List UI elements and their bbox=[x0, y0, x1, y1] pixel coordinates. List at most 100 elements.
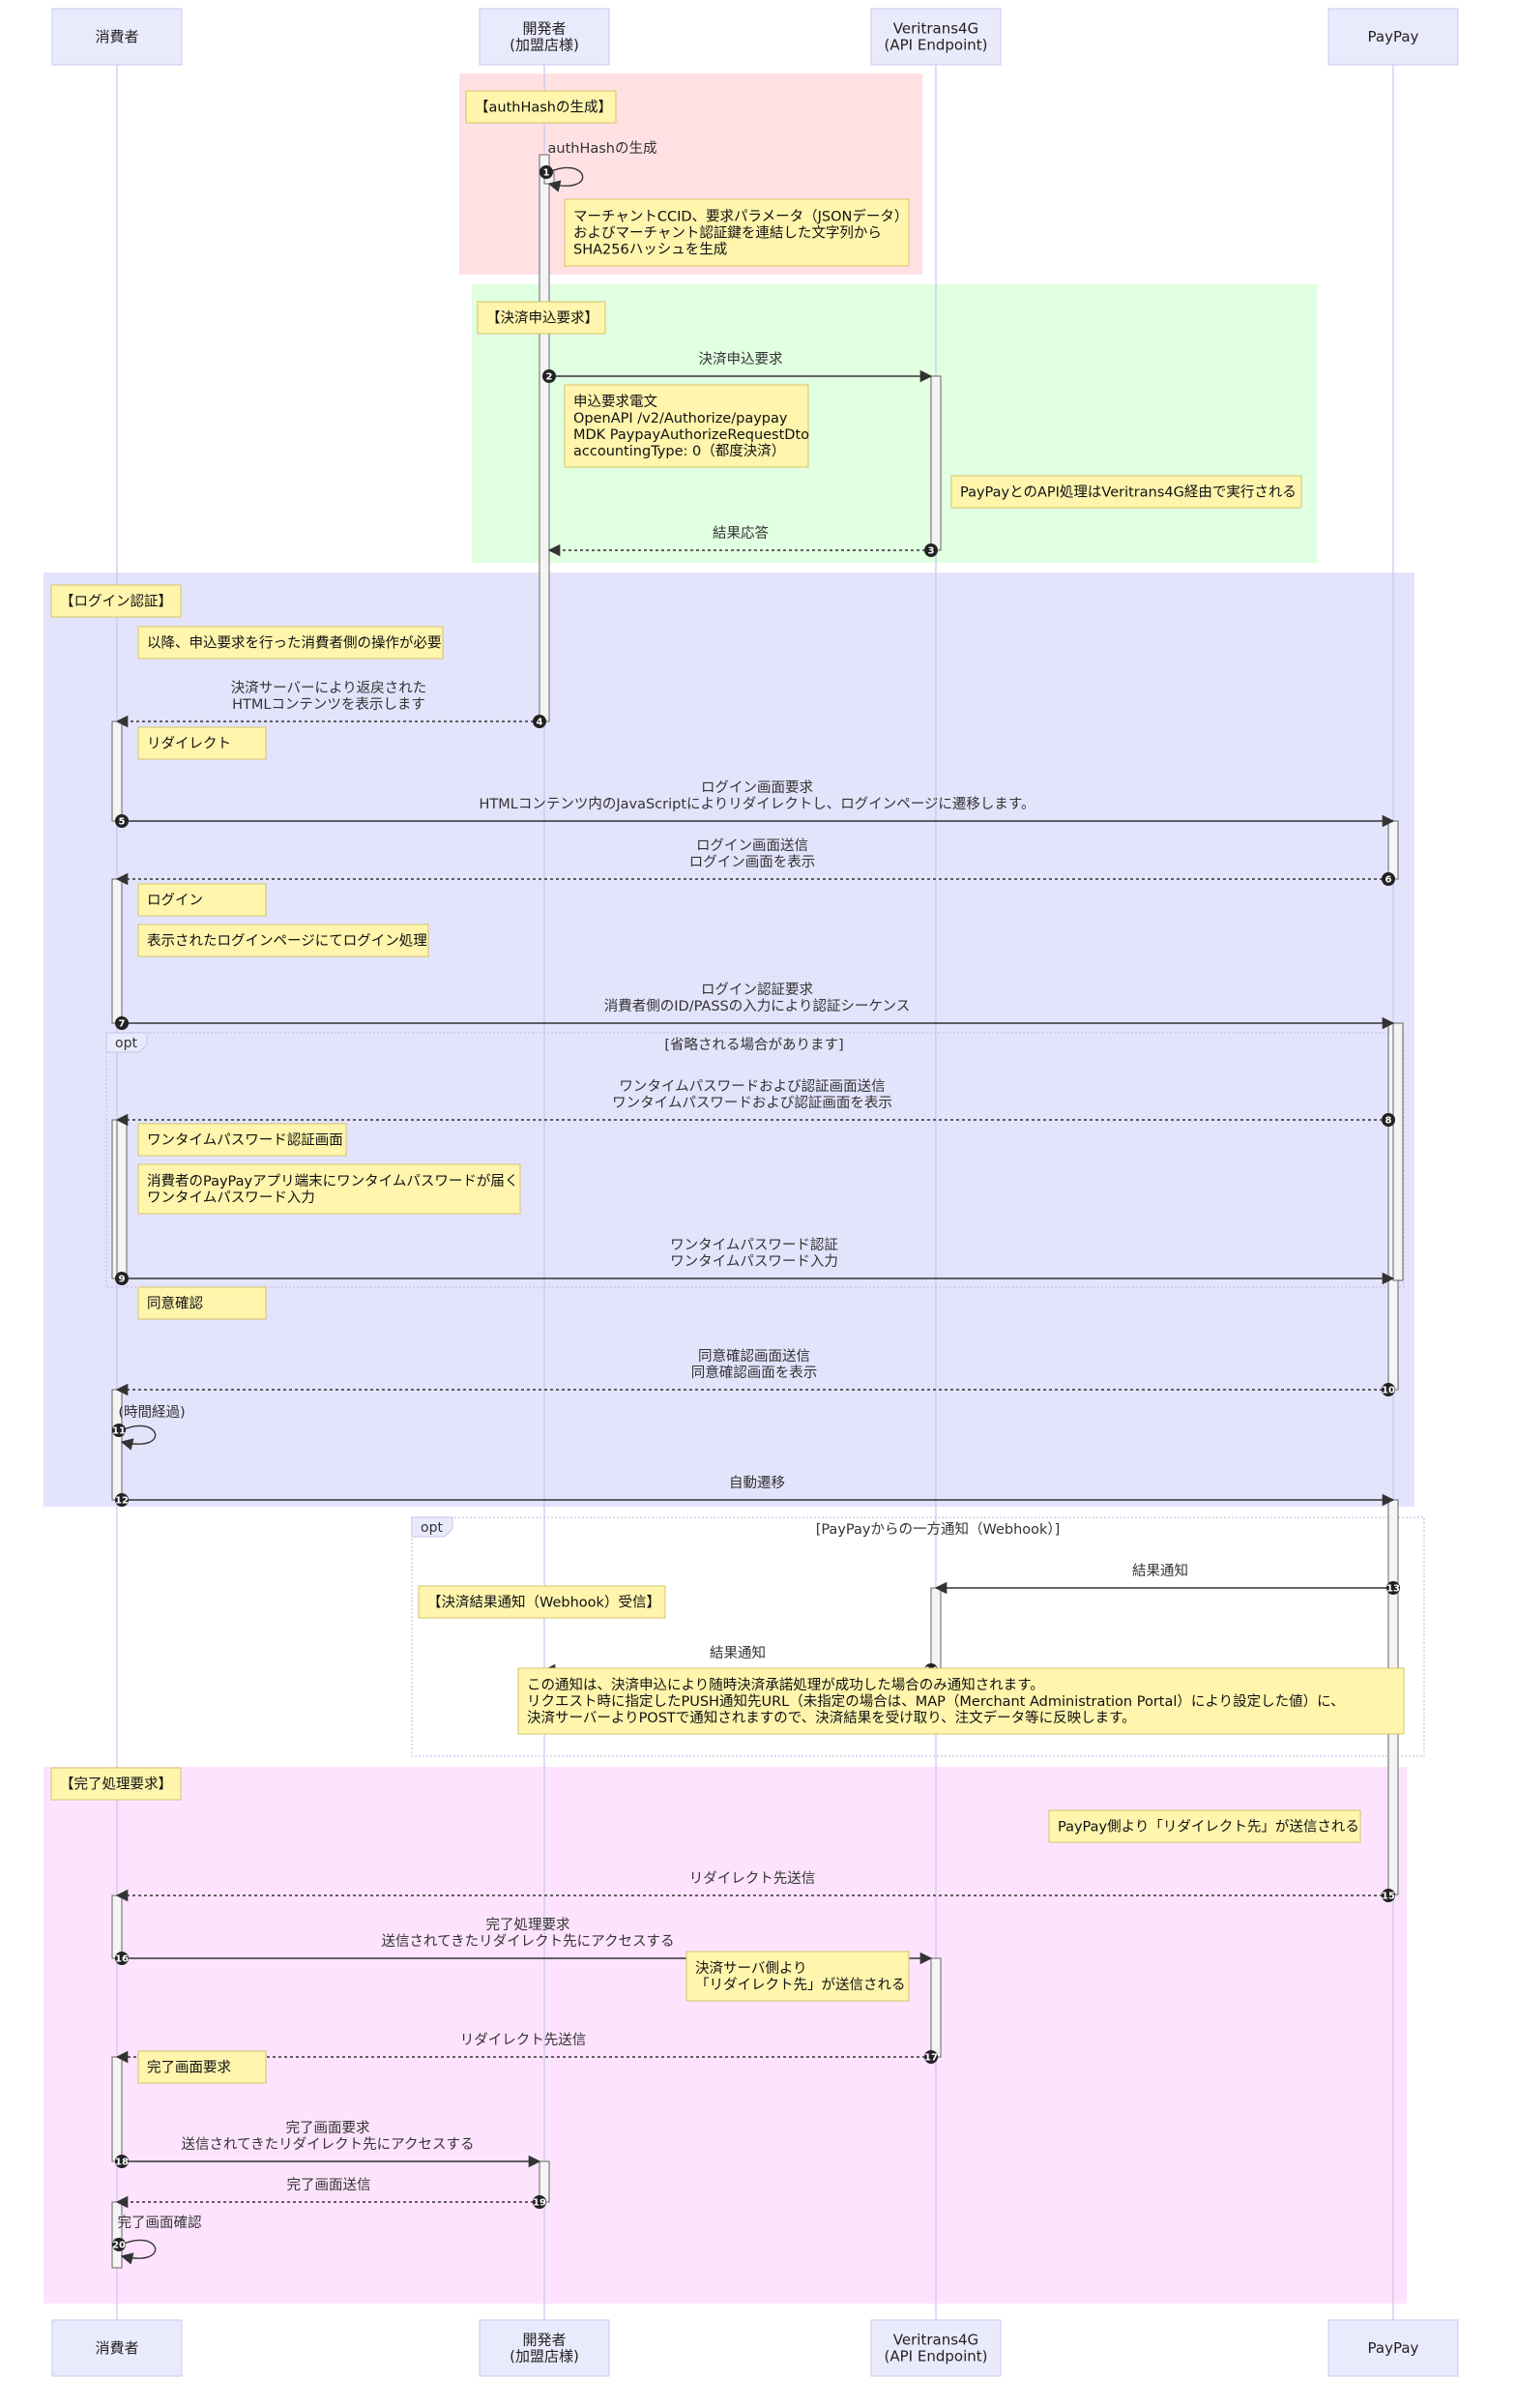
note-text: 【完了処理要求】 bbox=[60, 1777, 172, 1793]
sequence-number-badge bbox=[1386, 1581, 1400, 1595]
message-label: 自動遷移 bbox=[729, 1475, 785, 1491]
message-label-line: 決済申込要求 bbox=[699, 351, 783, 367]
actor-label-line: (API Endpoint) bbox=[885, 37, 988, 54]
note-text-line: 【完了処理要求】 bbox=[60, 1777, 172, 1793]
note-box bbox=[137, 1123, 347, 1157]
activation-bar bbox=[111, 2201, 123, 2269]
sequence-number: 11 bbox=[112, 1426, 126, 1437]
note-text-line: OpenAPI /v2/Authorize/paypay bbox=[573, 411, 788, 426]
note-n3: 【決済申込要求】 bbox=[477, 301, 606, 335]
message-label-line: 同意確認画面送信 bbox=[698, 1347, 810, 1365]
actor-box bbox=[870, 8, 1002, 66]
message-label: リダイレクト先送信 bbox=[460, 2032, 587, 2048]
actor-box bbox=[1327, 8, 1459, 66]
actor-label-line: 消費者 bbox=[95, 28, 138, 45]
activation-bar bbox=[930, 375, 942, 551]
note-text: 同意確認 bbox=[147, 1295, 203, 1312]
self-message-arrow bbox=[547, 166, 584, 192]
message-label-line: ワンタイムパスワードおよび認証画面を表示 bbox=[612, 1095, 892, 1111]
sequence-number: 6 bbox=[1385, 875, 1392, 886]
actor-label-line: PayPay bbox=[1368, 28, 1419, 45]
message-label: 結果通知 bbox=[710, 1645, 766, 1661]
note-text-line: リクエスト時に指定したPUSH通知先URL（未指定の場合は、MAP（Mercha… bbox=[527, 1693, 1345, 1710]
message-label-line: ログイン画面を表示 bbox=[689, 854, 816, 870]
message-label-line: ログイン認証要求 bbox=[701, 982, 813, 998]
message-label-line: 決済サーバーにより返戻された bbox=[231, 680, 427, 696]
note-box bbox=[137, 924, 429, 957]
actor-label: 消費者 bbox=[95, 2339, 138, 2357]
note-text-line: リダイレクト bbox=[147, 736, 231, 752]
note-text: 表示されたログインページにてログイン処理 bbox=[147, 933, 427, 950]
message-label: ログイン認証要求消費者側のID/PASSの入力により認証シーケンス bbox=[604, 982, 910, 1014]
message-label-line: 完了画面確認 bbox=[118, 2215, 202, 2231]
actor-veritrans-bottom: Veritrans4G(API Endpoint) bbox=[870, 2319, 1002, 2377]
message-label: 完了画面要求送信されてきたリダイレクト先にアクセスする bbox=[182, 2120, 475, 2153]
sequence-number-badge bbox=[924, 543, 938, 557]
message-label-line: HTMLコンテンツを表示します bbox=[232, 696, 425, 713]
message-label-line: 完了画面要求 bbox=[286, 2120, 370, 2136]
note-text-line: 【決済結果通知（Webhook）受信】 bbox=[427, 1595, 660, 1611]
message-label: ワンタイムパスワードおよび認証画面送信ワンタイムパスワードおよび認証画面を表示 bbox=[612, 1078, 892, 1111]
sequence-number-badge bbox=[542, 369, 556, 383]
message-label-line: リダイレクト先送信 bbox=[460, 2032, 587, 2048]
actor-box bbox=[870, 2319, 1002, 2377]
message-label-line: 消費者側のID/PASSの入力により認証シーケンス bbox=[604, 998, 910, 1014]
message-label-line: 結果通知 bbox=[710, 1645, 766, 1661]
message-label-line: 結果通知 bbox=[1132, 1563, 1188, 1579]
actor-box bbox=[51, 8, 183, 66]
note-text: 決済サーバ側より「リダイレクト先」が送信される bbox=[695, 1960, 906, 1993]
message-label-line: ワンタイムパスワード入力 bbox=[670, 1253, 838, 1270]
note-n6: 【ログイン認証】 bbox=[50, 584, 182, 618]
sequence-number: 12 bbox=[115, 1496, 129, 1507]
note-n14: 【決済結果通知（Webhook）受信】 bbox=[418, 1585, 666, 1619]
note-text: 【ログイン認証】 bbox=[60, 594, 172, 610]
activation-bar bbox=[1392, 1022, 1404, 1281]
note-text-line: 完了画面要求 bbox=[147, 2060, 231, 2076]
message-label-line: ワンタイムパスワードおよび認証画面送信 bbox=[619, 1078, 885, 1095]
note-box bbox=[564, 384, 809, 468]
actor-label-line: 消費者 bbox=[95, 2339, 138, 2357]
note-text: 完了画面要求 bbox=[147, 2060, 231, 2076]
note-box bbox=[50, 584, 182, 618]
note-box bbox=[50, 1767, 182, 1801]
sequence-number-badge bbox=[115, 814, 129, 828]
actor-box bbox=[51, 2319, 183, 2377]
note-text-line: ログイン bbox=[147, 893, 203, 909]
actor-box bbox=[479, 2319, 610, 2377]
sequence-number: 19 bbox=[533, 2198, 546, 2209]
note-n19: 完了画面要求 bbox=[137, 2050, 267, 2084]
note-text-line: accountingType: 0（都度決済） bbox=[573, 443, 785, 459]
note-text: 消費者のPayPayアプリ端末にワンタイムパスワードが届くワンタイムパスワード入… bbox=[147, 1173, 518, 1206]
note-text-line: MDK PaypayAuthorizeRequestDto bbox=[573, 427, 809, 443]
note-text: マーチャントCCID、要求パラメータ（JSONデータ）およびマーチャント認証鍵を… bbox=[573, 208, 908, 258]
message-label-line: ログイン画面送信 bbox=[696, 837, 808, 854]
actor-label: 開発者(加盟店様) bbox=[510, 20, 579, 54]
opt-label: opt bbox=[115, 1036, 137, 1051]
note-text-line: PayPayとのAPI処理はVeritrans4G経由で実行される bbox=[960, 485, 1297, 501]
actor-label-line: 開発者 bbox=[522, 2332, 566, 2349]
note-text-line: 【authHashの生成】 bbox=[475, 100, 612, 116]
message-label-line: 完了画面送信 bbox=[287, 2177, 371, 2193]
note-box bbox=[465, 90, 617, 124]
note-text: 【決済申込要求】 bbox=[486, 310, 598, 327]
message-label: ログイン画面送信ログイン画面を表示 bbox=[689, 837, 816, 870]
message-label-line: ログイン画面要求 bbox=[701, 779, 813, 796]
note-box bbox=[685, 1951, 910, 2002]
note-box bbox=[137, 883, 267, 917]
activation-bar bbox=[111, 878, 123, 1024]
note-box bbox=[564, 198, 910, 267]
note-text: 以降、申込要求を行った消費者側の操作が必要 bbox=[147, 635, 442, 652]
sequence-number: 16 bbox=[115, 1954, 129, 1965]
sequence-number: 20 bbox=[112, 2241, 126, 2251]
note-box bbox=[137, 2050, 267, 2084]
note-text-line: 表示されたログインページにてログイン処理 bbox=[147, 933, 427, 950]
sequence-number-badge bbox=[115, 1493, 129, 1507]
note-text-line: 同意確認 bbox=[147, 1295, 203, 1312]
opt-label-tab bbox=[411, 1516, 453, 1538]
actor-paypay-top: PayPay bbox=[1327, 8, 1459, 66]
